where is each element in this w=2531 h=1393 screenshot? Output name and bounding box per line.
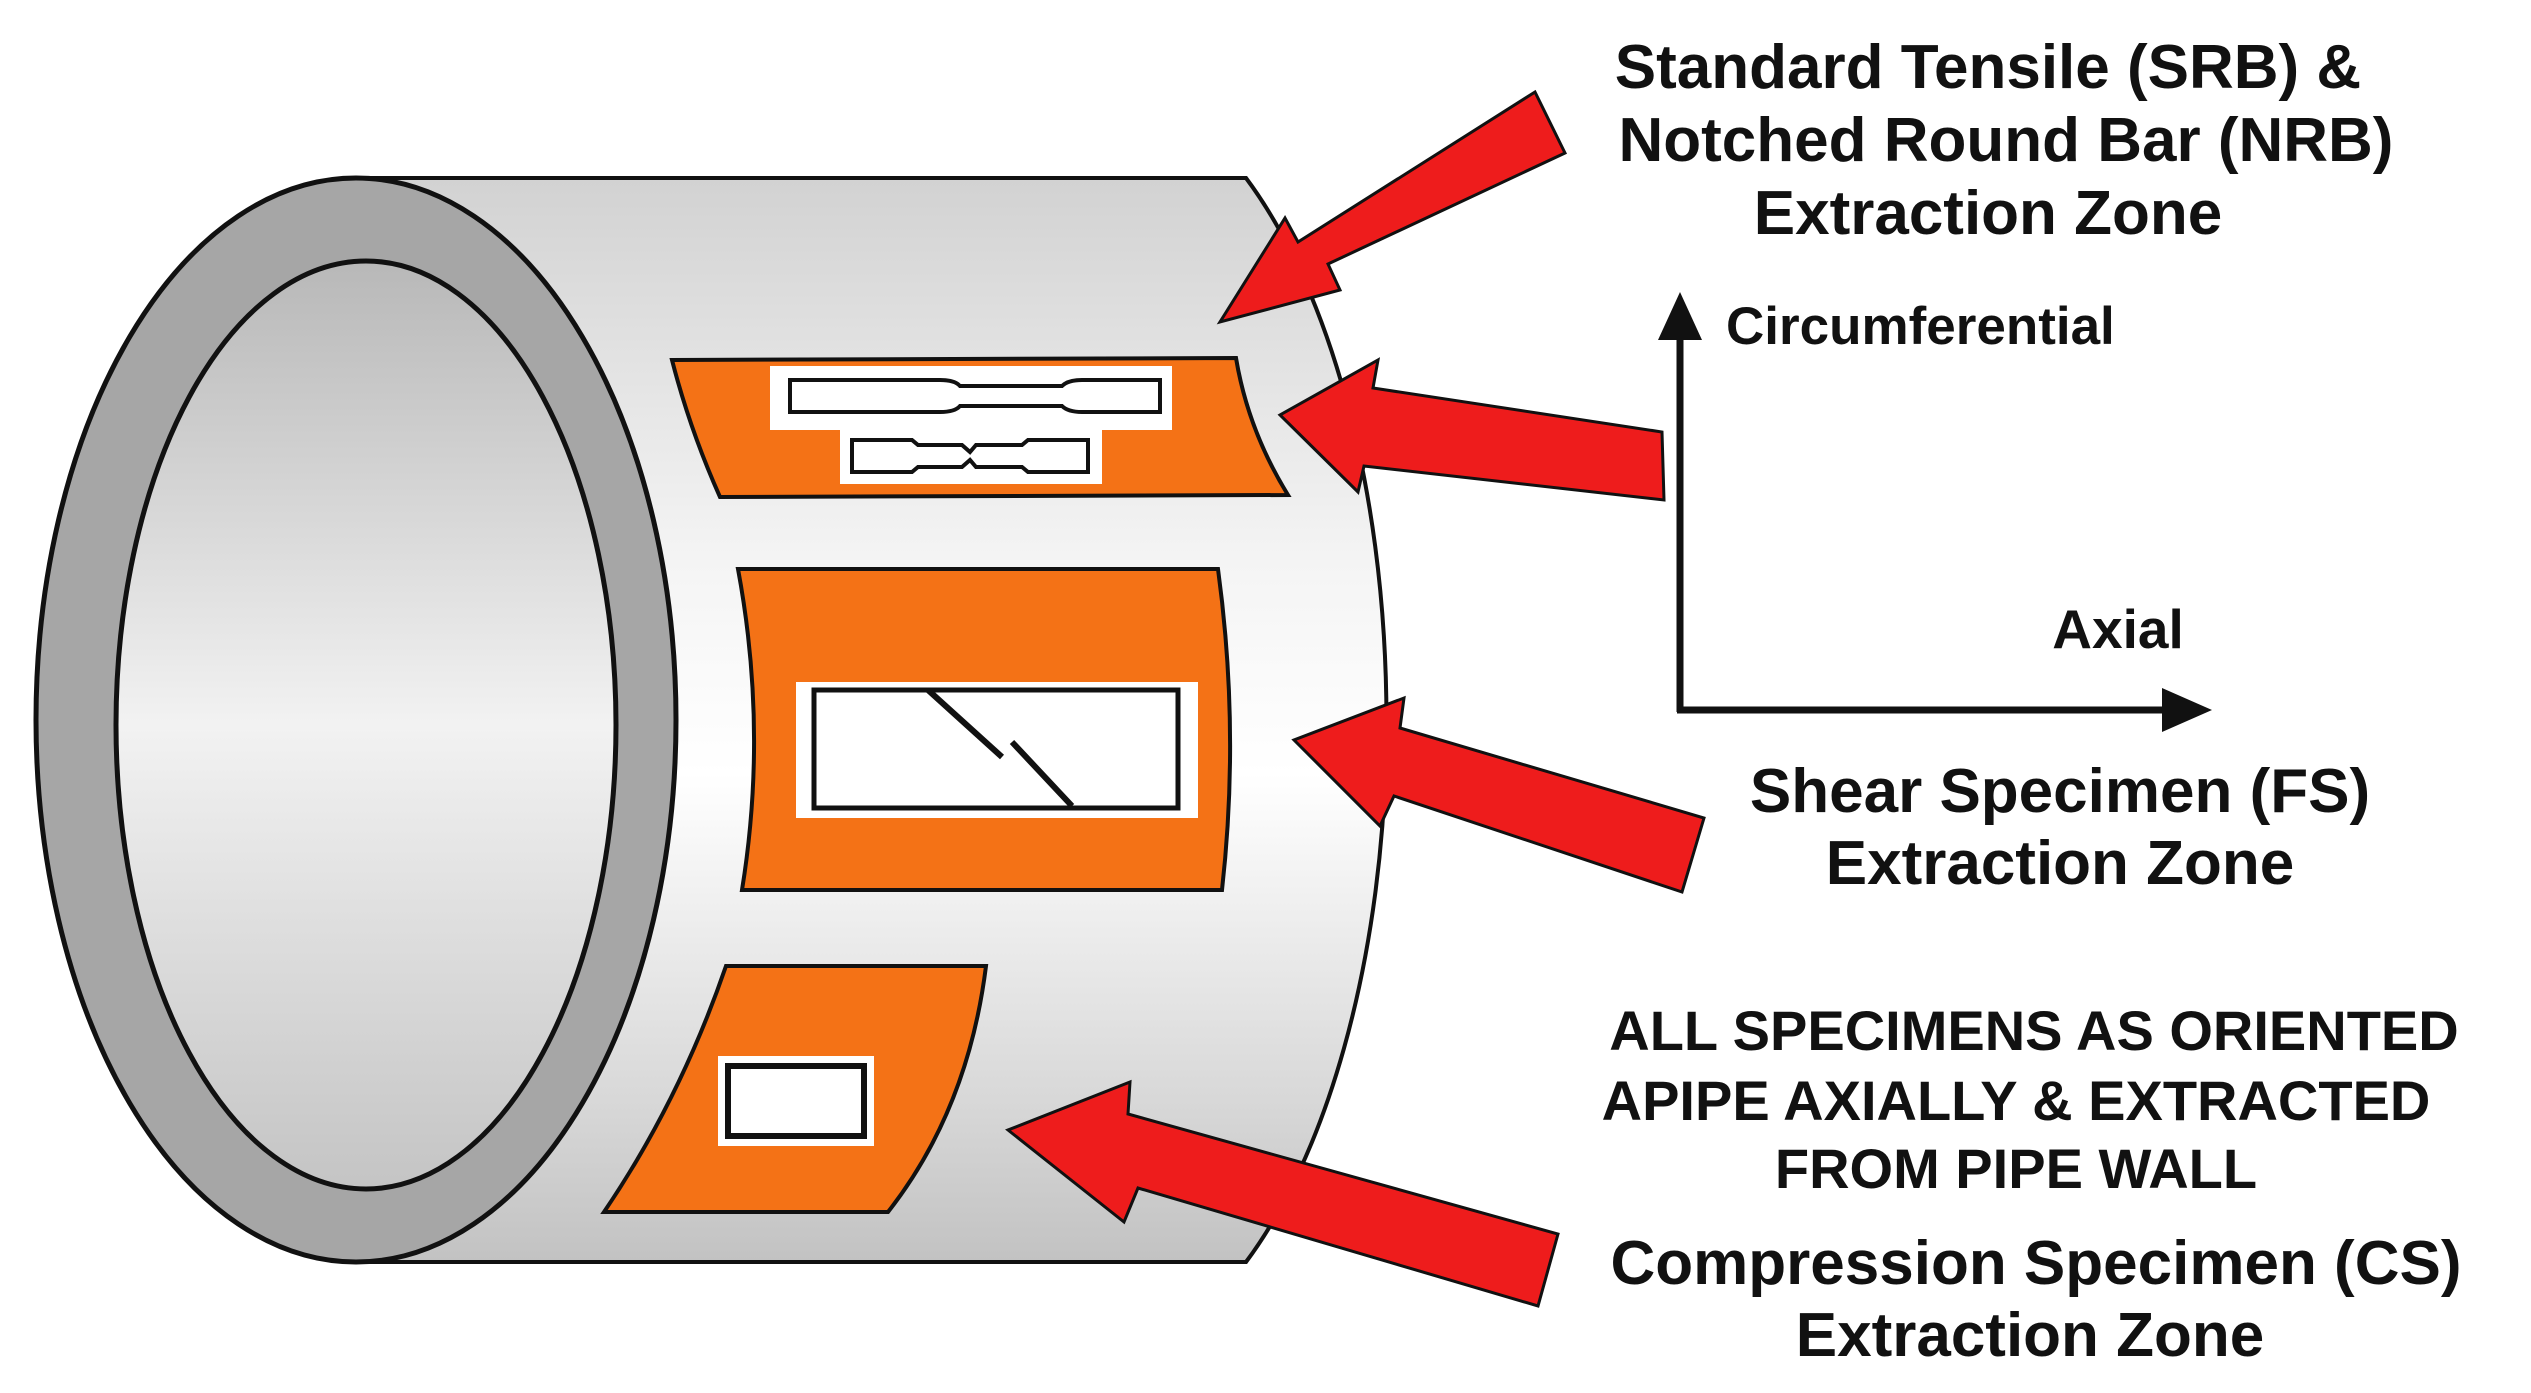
shear-zone: [735, 567, 1233, 892]
axial-label: Axial: [2052, 598, 2183, 660]
orientation-axes: Circumferential Axial: [1658, 292, 2212, 732]
compression-specimen: [725, 1063, 867, 1139]
srb-nrb-callout-line-1: Standard Tensile (SRB) &: [1615, 33, 2361, 102]
circumferential-label: Circumferential: [1726, 297, 2115, 356]
arrow-to-srb-nrb-patch: [1277, 357, 1666, 502]
circumferential-arrowhead: [1658, 292, 1702, 340]
arrow-to-srb-nrb-zone: [1216, 89, 1568, 325]
srb-nrb-callout-line-3: Extraction Zone: [1754, 179, 2223, 248]
axial-arrowhead: [2162, 688, 2212, 732]
compression-callout-line-1: Compression Specimen (CS): [1611, 1229, 2462, 1298]
srb-nrb-callout: Standard Tensile (SRB) & Notched Round B…: [1615, 33, 2394, 248]
arrow-to-compression-zone: [1005, 1079, 1560, 1308]
orientation-note-line-3: FROM PIPE WALL: [1775, 1137, 2257, 1200]
compression-zone: [600, 964, 989, 1214]
pointer-arrows: [1005, 89, 1706, 1308]
orientation-note-line-1: ALL SPECIMENS AS ORIENTED: [1609, 999, 2458, 1062]
shear-callout-line-1: Shear Specimen (FS): [1750, 757, 2370, 826]
arrow-to-shear-zone: [1291, 695, 1706, 894]
srb-nrb-callout-line-2: Notched Round Bar (NRB): [1619, 106, 2394, 175]
shear-notch-lower: [1009, 739, 1075, 809]
compression-callout: Compression Specimen (CS) Extraction Zon…: [1611, 1229, 2462, 1370]
shear-callout: Shear Specimen (FS) Extraction Zone: [1750, 757, 2370, 898]
orientation-note: ALL SPECIMENS AS ORIENTED APIPE AXIALLY …: [1602, 999, 2459, 1200]
pipe-bore: [113, 258, 619, 1192]
shear-notch-upper: [925, 687, 1005, 760]
shear-callout-line-2: Extraction Zone: [1826, 829, 2295, 898]
compression-callout-line-2: Extraction Zone: [1796, 1301, 2265, 1370]
srb-specimen: [788, 378, 1162, 414]
srb-nrb-zone: [669, 355, 1292, 500]
nrb-specimen: [850, 438, 1090, 474]
orientation-note-line-2: APIPE AXIALLY & EXTRACTED: [1602, 1069, 2431, 1132]
